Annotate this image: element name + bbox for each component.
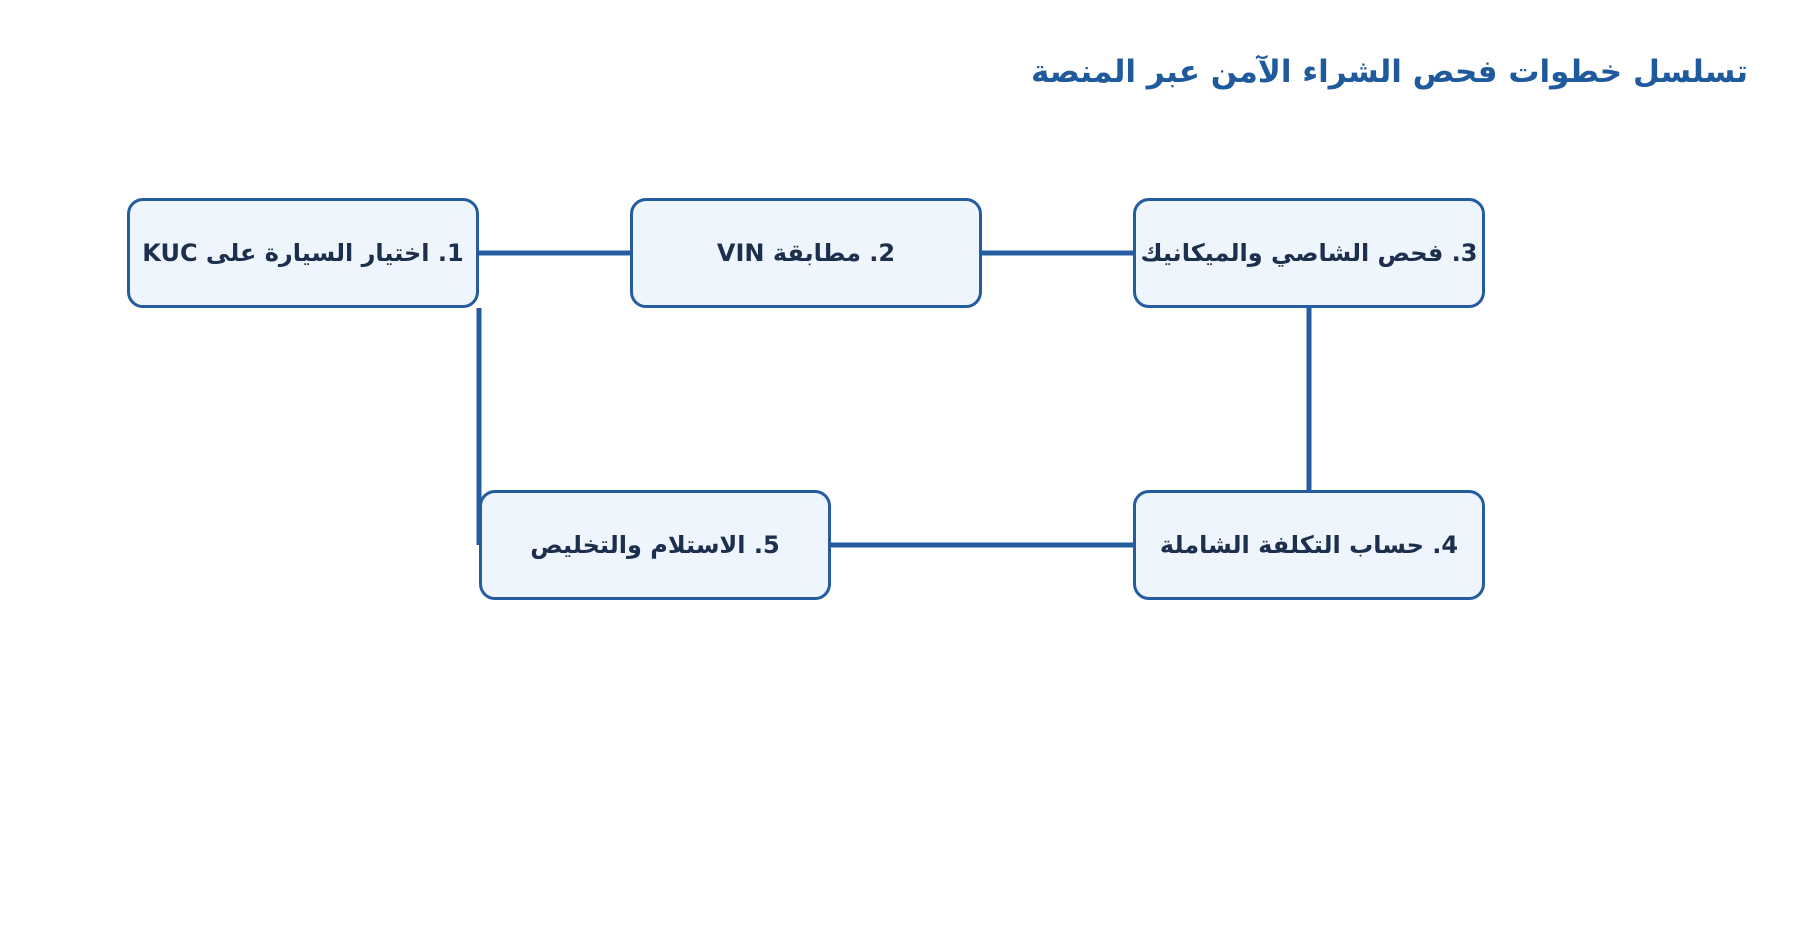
diagram-title: تسلسل خطوات فحص الشراء الآمن عبر المنصة <box>1030 54 1748 90</box>
step-node-4: 4. حساب التكلفة الشاملة <box>1133 490 1485 600</box>
step-node-2: 2. مطابقة VIN <box>630 198 982 308</box>
step-node-2-label: 2. مطابقة VIN <box>716 239 896 267</box>
step-node-3: 3. فحص الشاصي والميكانيك <box>1133 198 1485 308</box>
step-node-4-label: 4. حساب التكلفة الشاملة <box>1159 531 1459 559</box>
step-node-3-label: 3. فحص الشاصي والميكانيك <box>1140 239 1478 267</box>
step-node-5: 5. الاستلام والتخليص <box>479 490 831 600</box>
step-node-1-label: 1. اختيار السيارة على KUC <box>142 239 464 267</box>
step-node-1: 1. اختيار السيارة على KUC <box>127 198 479 308</box>
step-node-5-label: 5. الاستلام والتخليص <box>530 531 780 559</box>
